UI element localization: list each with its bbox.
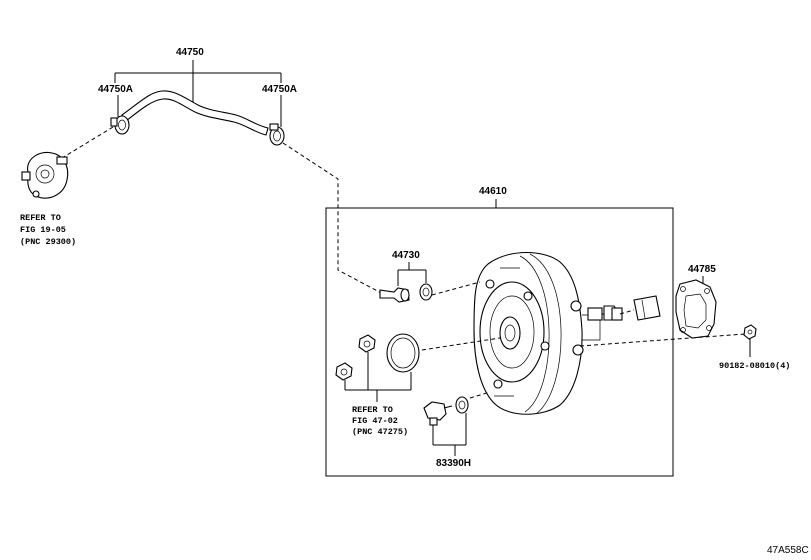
- master-cylinder-nut-upper: [358, 334, 376, 353]
- switch-bracket: [432, 413, 467, 456]
- master-cylinder-nut-lower: [335, 362, 353, 381]
- label-hose-assembly[interactable]: 44750: [176, 47, 204, 58]
- refer-master-cylinder-bracket: [344, 352, 412, 402]
- refer-pump-line3: (PNC 29300): [20, 237, 76, 247]
- label-switch[interactable]: 83390H: [436, 458, 471, 469]
- dashed-link-valve-grommet: [431, 281, 481, 296]
- refer-mc-line3: (PNC 47275): [352, 427, 408, 437]
- label-check-valve[interactable]: 44730: [392, 250, 420, 261]
- check-valve-bracket: [397, 262, 427, 286]
- booster-group-box: [325, 207, 674, 477]
- dashed-link-booster: [282, 142, 384, 295]
- refer-mc-line2: FIG 47-02: [352, 416, 398, 426]
- booster-gasket: [675, 279, 717, 339]
- label-clip-right[interactable]: 44750A: [262, 84, 297, 95]
- refer-mc-line1: REFER TO: [352, 405, 393, 415]
- o-ring: [386, 333, 420, 373]
- hose-bracket-lines: [114, 60, 282, 111]
- hose-clip-left: [110, 115, 130, 135]
- dashed-link-switch: [469, 391, 491, 399]
- label-clip-left[interactable]: 44750A: [98, 84, 133, 95]
- vacuum-hose: [121, 90, 269, 136]
- valve-grommet: [419, 283, 433, 301]
- brake-booster-body: [473, 251, 601, 415]
- dashed-link-pump: [61, 126, 114, 159]
- label-booster-assembly[interactable]: 44610: [479, 186, 507, 197]
- figure-id: 47A558C: [767, 545, 809, 556]
- dashed-link-nut: [579, 333, 746, 347]
- vacuum-pump: [21, 151, 69, 199]
- check-valve: [379, 287, 410, 303]
- label-nut[interactable]: 90182-08010(4): [719, 361, 790, 371]
- hose-clip-right: [269, 123, 285, 146]
- dashed-link-oring: [421, 337, 501, 351]
- mounting-nut: [743, 324, 757, 340]
- switch-grommet: [455, 396, 469, 414]
- refer-pump-line1: REFER TO: [20, 213, 61, 223]
- push-rod-clevis: [587, 295, 661, 321]
- vacuum-switch: [423, 401, 453, 426]
- refer-pump-line2: FIG 19-05: [20, 225, 66, 235]
- label-gasket[interactable]: 44785: [688, 264, 716, 275]
